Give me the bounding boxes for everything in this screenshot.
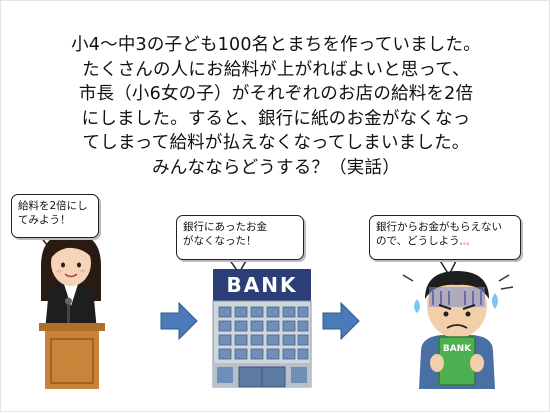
- main-text-line-1: 小4〜中3の子ども100名とまちを作っていました。: [71, 35, 481, 55]
- worker-speech-bubble: 銀行からお金がもらえない ので、どうしよう。。。: [369, 215, 521, 260]
- worker-bubble-line-2-wrap: ので、どうしよう。。。: [376, 234, 514, 249]
- bank-bubble-line-2: がなくなった！: [183, 235, 257, 247]
- bank-sign: BANK: [227, 273, 298, 297]
- podium: [45, 331, 99, 389]
- mayor-bubble-line-2: てみよう！: [18, 214, 71, 226]
- arrow-right-icon: [160, 301, 198, 341]
- main-text-line-2: たくさんの人にお給料が上がればよいと思って、: [82, 59, 470, 80]
- passbook-label: BANK: [443, 344, 472, 354]
- main-text-line-5: てしまって給料が払えなくなってしまいました。: [82, 133, 470, 153]
- mayor-bubble-line-1: 給料を2倍にし: [18, 200, 88, 212]
- main-text-line-4: にしました。すると、銀行に紙のお金がなくなっ: [81, 108, 471, 129]
- podium-top: [39, 323, 105, 331]
- worker-bubble-dots: 。。。: [459, 238, 474, 246]
- mayor-illustration: [39, 233, 105, 389]
- worker-bubble-line-2: ので、どうしよう: [376, 235, 460, 247]
- main-text-line-3: 市長（小6女の子）がそれぞれのお店の給料を2倍: [78, 84, 474, 104]
- main-text: 小4〜中3の子ども100名とまちを作っていました。 たくさんの人にお給料が上がれ…: [19, 33, 533, 180]
- bank-illustration: [212, 269, 312, 388]
- main-text-line-6: みんなならどうする？（実話）: [152, 157, 400, 178]
- bank-bubble-line-1: 銀行にあったお金: [183, 221, 267, 233]
- bank-speech-bubble: 銀行にあったお金 がなくなった！: [176, 215, 304, 260]
- mayor-speech-bubble: 給料を2倍にし てみよう！: [11, 194, 99, 238]
- arrow-right-icon: [322, 301, 360, 341]
- worried-person-illustration: [402, 271, 514, 389]
- worker-bubble-line-1: 銀行からお金がもらえない: [376, 221, 502, 233]
